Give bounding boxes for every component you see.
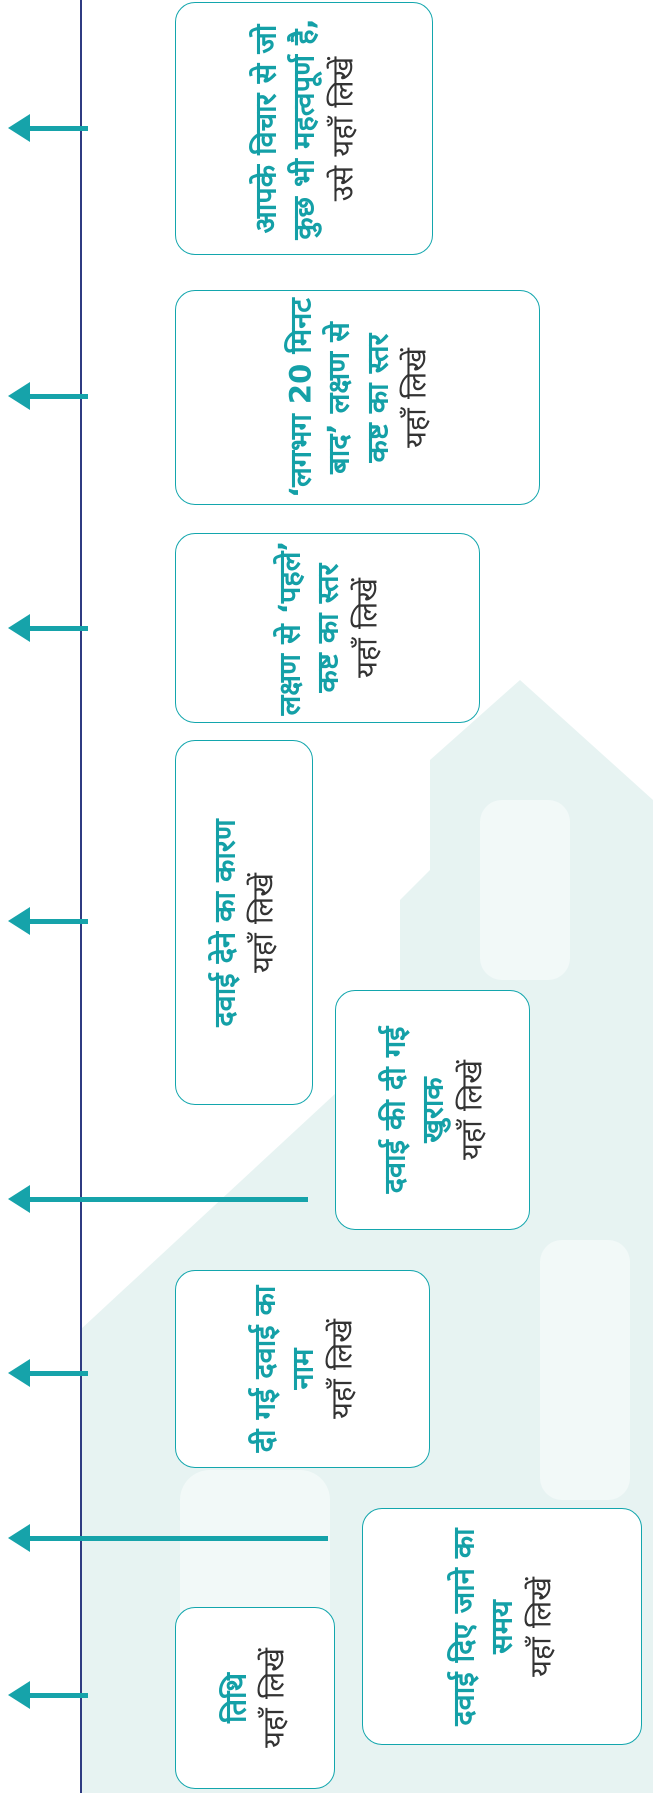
note-box-title: दवाई की दी गई खुराक [377, 1026, 450, 1194]
note-box-time: दवाई दिए जाने का समय यहाँ लिखें [362, 1508, 642, 1745]
note-box-hint: यहाँ लिखें [523, 1576, 558, 1677]
note-box-title: आपके विचार से जो कुछ भी महत्वपूर्ण है, [248, 17, 321, 240]
note-box-important-thoughts: आपके विचार से जो कुछ भी महत्वपूर्ण है, उ… [175, 2, 433, 255]
note-box-hint: यहाँ लिखें [323, 1319, 358, 1419]
note-box-hint: उसे यहाँ लिखें [325, 56, 360, 201]
note-box-distress-before: लक्षण से ‘पहले’ कष्ट का स्तर यहाँ लिखें [175, 533, 480, 723]
note-box-date: तिथि यहाँ लिखें [175, 1607, 335, 1789]
note-box-hint: यहाँ लिखें [348, 578, 383, 678]
note-box-distress-after: ‘लगभग 20 मिनट बाद’ लक्षण से कष्ट का स्तर… [175, 290, 540, 505]
note-box-title: दवाई देने का कारण [207, 818, 242, 1027]
note-box-hint: यहाँ लिखें [397, 347, 432, 448]
note-box-title: तिथि [218, 1672, 253, 1724]
note-box-hint: यहाँ लिखें [246, 872, 280, 973]
note-box-title: ‘लगभग 20 मिनट बाद’ लक्षण से कष्ट का स्तर [282, 297, 394, 498]
note-box-title: दवाई दिए जाने का समय [446, 1527, 519, 1726]
note-box-title: दी गई दवाई का नाम [247, 1285, 320, 1453]
note-box-hint: यहाँ लिखें [453, 1060, 488, 1160]
note-box-title: लक्षण से ‘पहले’ कष्ट का स्तर [272, 540, 345, 716]
note-box-hint: यहाँ लिखें [257, 1648, 291, 1748]
timeline-axis [80, 0, 82, 1793]
note-box-medicine-name: दी गई दवाई का नाम यहाँ लिखें [175, 1270, 430, 1468]
note-box-reason: दवाई देने का कारण यहाँ लिखें [175, 740, 313, 1105]
note-box-dose: दवाई की दी गई खुराक यहाँ लिखें [335, 990, 530, 1230]
